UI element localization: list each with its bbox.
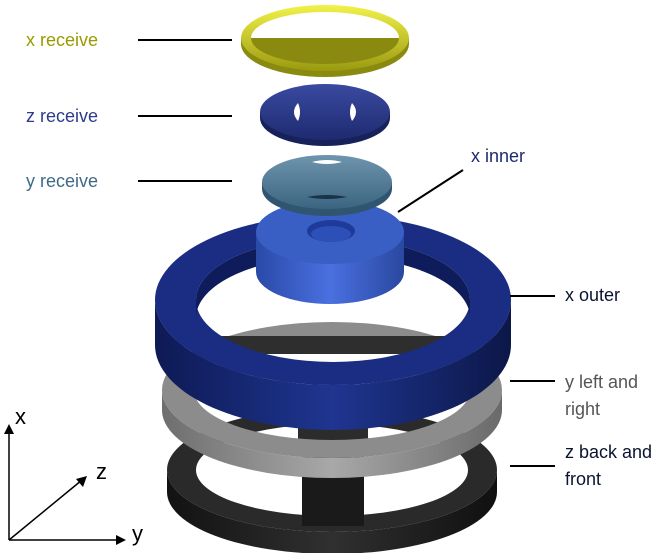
- label-z-receive: z receive: [26, 106, 98, 126]
- x-receive-coil: [241, 5, 409, 77]
- z-receive-coil: [260, 84, 390, 146]
- z-axis-arrow: [76, 476, 87, 487]
- label-x-inner: x inner: [471, 146, 525, 166]
- y-axis-arrow: [116, 535, 126, 545]
- label-x-receive: x receive: [26, 30, 98, 50]
- x-axis-arrow: [4, 424, 14, 434]
- y-left-right-coil: [162, 322, 502, 478]
- axis-label-x: x: [15, 404, 26, 429]
- label-z-back-front-line2: front: [565, 469, 601, 489]
- label-y-left-right-line2: right: [565, 399, 600, 419]
- axis-label-z: z: [96, 459, 107, 484]
- label-y-receive: y receive: [26, 171, 98, 191]
- label-z-back-front-line1: z back and: [565, 442, 652, 462]
- leader-lines: [138, 39, 555, 467]
- label-y-left-right-line1: y left and: [565, 372, 638, 392]
- z-axis-line: [8, 479, 83, 541]
- x-inner-coil: [256, 200, 404, 304]
- y-receive-coil: [262, 155, 392, 216]
- axis-label-y: y: [132, 521, 143, 546]
- axis-triad: [4, 424, 126, 545]
- label-x-outer: x outer: [565, 285, 620, 305]
